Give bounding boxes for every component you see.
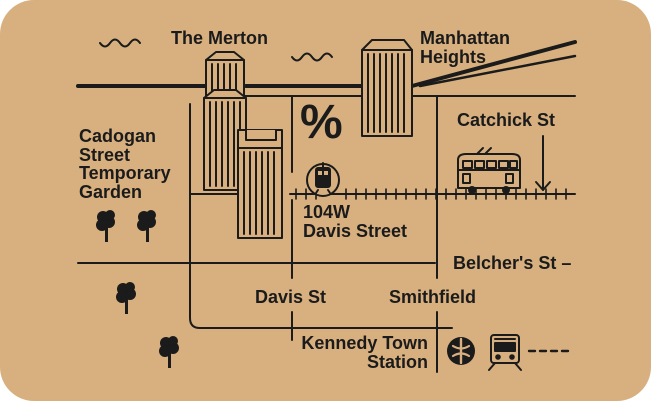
tree-icon bbox=[116, 282, 136, 314]
building-icon bbox=[361, 39, 413, 137]
street bbox=[189, 103, 438, 329]
wave-icon bbox=[291, 52, 333, 62]
mtr-logo-icon bbox=[447, 337, 475, 365]
tree-icon bbox=[96, 210, 115, 242]
road-top bbox=[410, 40, 577, 88]
wave-icon bbox=[99, 38, 141, 48]
arrow-down-icon bbox=[535, 135, 551, 191]
percent-sign: % bbox=[300, 96, 343, 149]
label-cadogan-garden: Cadogan Street Temporary Garden bbox=[79, 126, 171, 202]
label-davis-street-address: 104W Davis Street bbox=[303, 202, 408, 241]
label-kennedy-town-station: Kennedy Town Station bbox=[301, 333, 428, 372]
tree-icon bbox=[159, 336, 179, 368]
label-smithfield: Smithfield bbox=[389, 287, 477, 307]
tree-icon bbox=[137, 210, 156, 242]
tram-icon bbox=[306, 162, 340, 197]
road-top bbox=[418, 54, 577, 88]
label-manhattan-heights: Manhattan Heights bbox=[420, 28, 510, 67]
building-icon bbox=[203, 89, 247, 191]
train-icon bbox=[488, 334, 522, 371]
label-the-merton: The Merton bbox=[171, 28, 268, 48]
label-belchers-st: Belcher's St – bbox=[453, 253, 572, 273]
label-catchick-st: Catchick St bbox=[457, 110, 556, 130]
label-davis-st: Davis St bbox=[255, 287, 327, 307]
tram-icon bbox=[457, 147, 521, 194]
building-icon bbox=[237, 129, 283, 239]
